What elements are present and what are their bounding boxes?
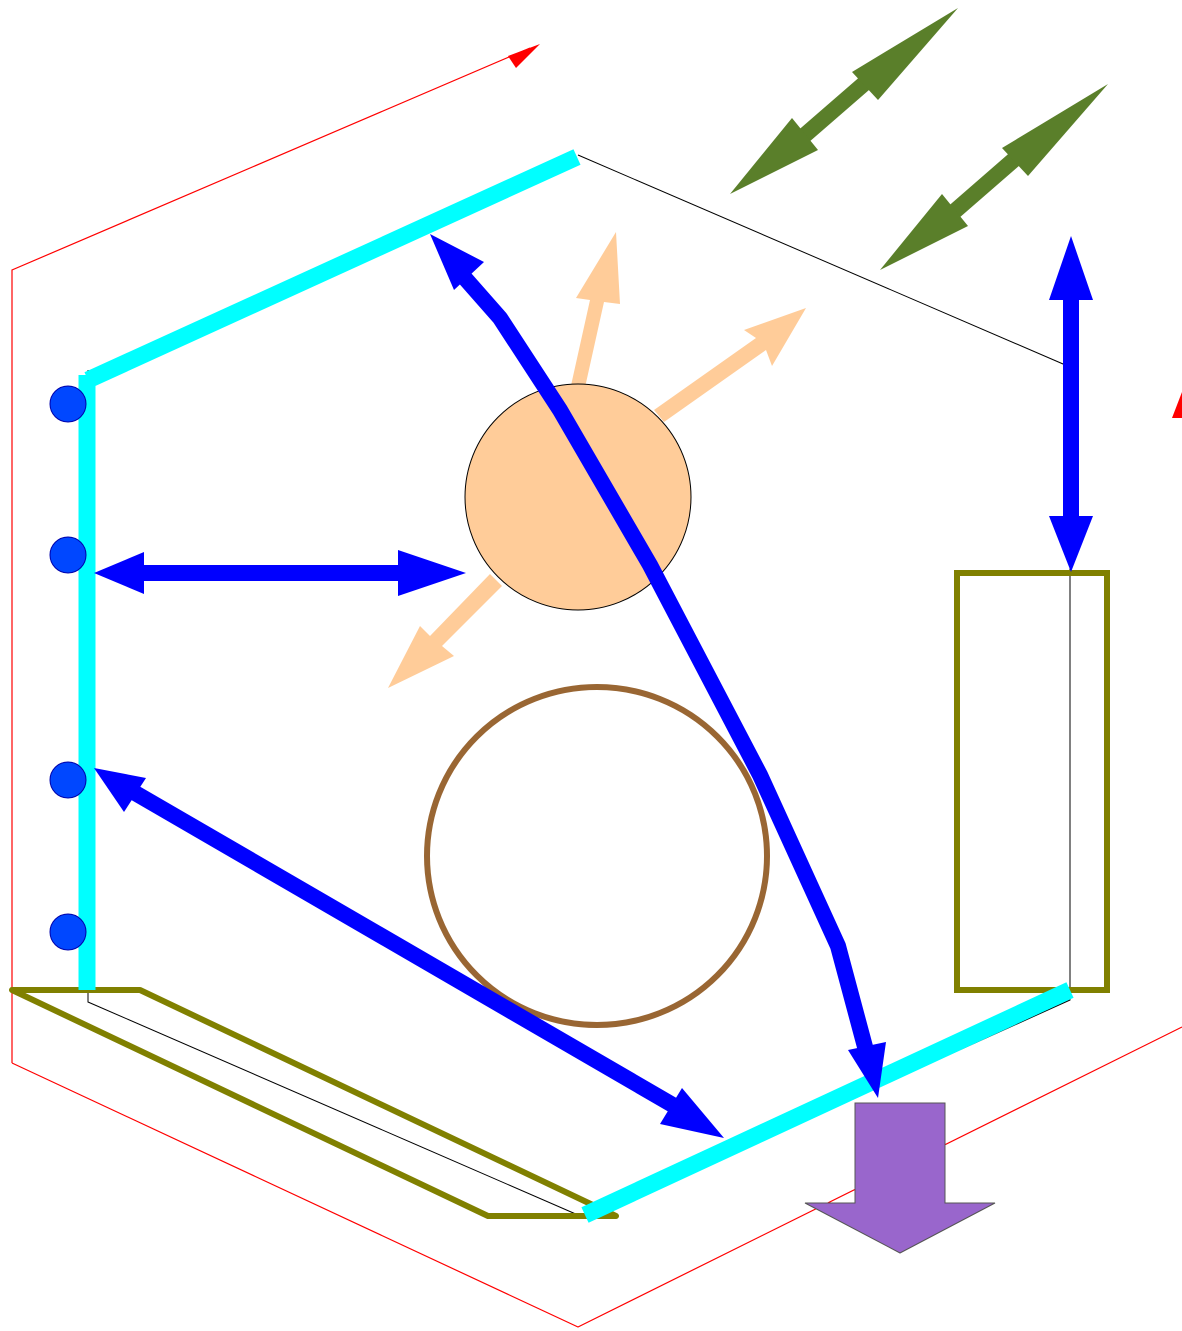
- blue-arrow-head-top: [430, 234, 484, 290]
- blue-dot: [49, 761, 87, 799]
- olive-right-panel: [954, 570, 1110, 993]
- blue-arrow-head-top: [1049, 236, 1093, 300]
- green-arrow-head-upper: [1002, 84, 1108, 176]
- blue-arrow-head-bottom: [1049, 516, 1093, 572]
- cyan-wall-top: [84, 149, 581, 388]
- blue-dot: [49, 913, 87, 951]
- blue-arrow-head-left: [94, 768, 146, 812]
- cyan-wall-bottom: [581, 982, 1074, 1223]
- green-arrow-head-lower: [880, 194, 968, 270]
- green-double-arrows: [730, 8, 1108, 270]
- inner-hex-right: [577, 154, 1071, 1096]
- olive-bottom-panel: [9, 987, 619, 1219]
- peach-arrow-down-left: [388, 574, 502, 688]
- cyan-walls: [78, 149, 1074, 1223]
- green-double-arrow-1: [730, 8, 958, 194]
- blue-double-arrow-horizontal: [94, 550, 466, 596]
- outer-hex-bottom: [11, 1026, 1182, 1328]
- peach-arrow-up: [570, 232, 620, 392]
- blue-dot: [49, 385, 87, 423]
- blue-dot: [49, 536, 87, 574]
- blue-arrow-head-right: [398, 550, 466, 596]
- outer-red-hexagon: [11, 44, 1182, 1328]
- blue-arrow-shaft: [449, 262, 876, 1061]
- blue-double-arrow-curved: [430, 234, 886, 1098]
- green-arrow-head-upper: [852, 8, 958, 100]
- red-arrow-tip-top: [508, 44, 540, 68]
- green-arrow-head-lower: [730, 118, 818, 194]
- outer-hex-left-top: [11, 47, 531, 1063]
- blue-dots: [49, 385, 87, 951]
- peach-arrow-up-right: [654, 308, 806, 422]
- purple-down-arrow: [804, 1102, 996, 1254]
- blue-double-arrow-diagonal: [94, 768, 724, 1138]
- green-double-arrow-2: [880, 84, 1108, 270]
- peach-emission-arrows: [388, 232, 806, 688]
- blue-arrow-head-right: [660, 1088, 724, 1138]
- blue-arrow-head-bottom: [848, 1042, 886, 1098]
- blue-arrow-head-left: [94, 552, 144, 594]
- blue-arrow-shaft: [125, 783, 695, 1122]
- red-arrow-tip-right: [1172, 392, 1182, 418]
- brown-ring: [424, 684, 770, 1028]
- blue-double-arrow-vertical: [1049, 236, 1093, 572]
